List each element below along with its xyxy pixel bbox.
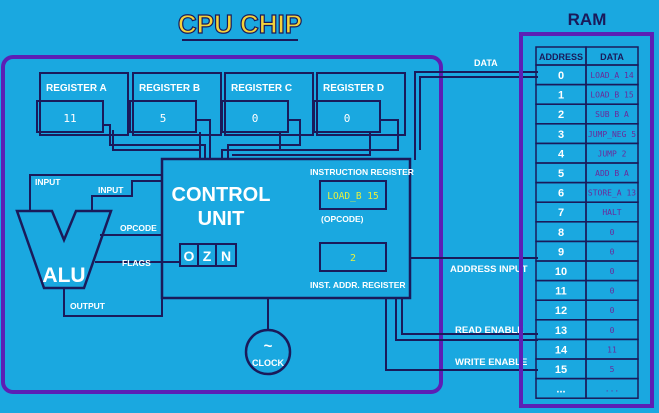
write-enable-label: WRITE ENABLE (455, 357, 527, 368)
inst-addr-register-box (319, 242, 387, 272)
ram-address: 11 (555, 286, 567, 298)
ram-data: SUB B A (595, 110, 629, 119)
ram-header-label: ADDRESS (539, 52, 583, 62)
register-a-label: REGISTER A (46, 83, 107, 94)
register-b-label: REGISTER B (139, 83, 200, 94)
ram-data: 0 (610, 306, 615, 315)
ram-address: 8 (558, 227, 564, 239)
control-unit-label-line1: CONTROL (172, 184, 271, 206)
ram-address: 1 (558, 90, 564, 102)
ram-address: 5 (558, 168, 564, 180)
clock-wave-icon: ~ (264, 338, 273, 355)
register-wires (103, 119, 399, 160)
ram-data: JUMP_NEG 5 (588, 130, 636, 139)
flag-zero: Z (203, 248, 212, 264)
alu-shape (15, 209, 113, 290)
instruction-register-label: INSTRUCTION REGISTER (310, 167, 414, 177)
register-d-label: REGISTER D (323, 83, 384, 94)
ram-address: 3 (558, 129, 564, 141)
ram-data: 11 (607, 345, 617, 354)
register-b-value: 5 (160, 112, 167, 125)
ram-header-label: DATA (600, 52, 624, 62)
alu-input-left-label: INPUT (35, 177, 61, 187)
ram-table: ADDRESS DATA 0 LOAD_A 14 1 LOAD_B 15 2 SUB B A 3… (535, 46, 639, 399)
alu-flags-label: FLAGS (122, 258, 151, 268)
cpu-chip-title: CPU CHIP (178, 9, 302, 39)
ram-data: 0 (610, 287, 615, 296)
alu-output-label: OUTPUT (70, 301, 106, 311)
alu-input-right-label: INPUT (98, 185, 124, 195)
ram-data: 0 (610, 326, 615, 335)
alu-wires (29, 174, 180, 317)
ram-data: 0 (610, 267, 615, 276)
address-input-label: ADDRESS INPUT (450, 264, 528, 275)
cpu-chip-outline (1, 55, 443, 394)
ram-data: 0 (610, 228, 615, 237)
alu-opcode-label: OPCODE (120, 223, 157, 233)
ram-address: 15 (555, 364, 567, 376)
ram-address: 0 (558, 70, 564, 82)
instruction-register-value: LOAD_B 15 (327, 191, 378, 202)
ram-outline (519, 32, 654, 408)
ram-address: 7 (558, 207, 564, 219)
data-bus-label: DATA (474, 58, 498, 68)
ram-title: RAM (568, 10, 607, 29)
register-c-label: REGISTER C (231, 83, 292, 94)
inst-addr-register-value: 2 (350, 253, 356, 264)
registers: REGISTER A REGISTER B REGISTER C REGISTE… (36, 72, 406, 136)
ram-data: 5 (610, 365, 615, 374)
register-d-value: 0 (344, 112, 351, 125)
ram-address: ... (556, 384, 565, 396)
read-enable-label: READ ENABLE (455, 325, 524, 336)
register-c-value: 0 (252, 112, 259, 125)
flags-register: O Z N (179, 243, 237, 267)
ram-data: ... (605, 385, 619, 394)
control-unit-label-line2: UNIT (198, 208, 245, 230)
flag-overflow: O (184, 248, 195, 264)
ram-data: 0 (610, 247, 615, 256)
ram-address: 4 (558, 148, 565, 160)
ram-data-cell (585, 377, 639, 399)
instruction-register-box (319, 180, 387, 210)
ram-data: ADD B A (595, 169, 629, 178)
ram-data: LOAD_B 15 (590, 91, 634, 100)
ram-address: 9 (558, 246, 564, 258)
register-a-value: 11 (63, 112, 76, 125)
opcode-sublabel: (OPCODE) (321, 214, 364, 224)
flag-negative: N (221, 248, 231, 264)
ram-address: 2 (558, 109, 564, 121)
bus-wires (385, 71, 538, 371)
ram-data: LOAD_A 14 (590, 71, 634, 80)
ram-address: 13 (555, 325, 567, 337)
clock-circle (244, 328, 292, 376)
ram-address: 6 (558, 188, 564, 200)
alu-label: ALU (42, 264, 85, 287)
control-unit-box (160, 157, 412, 300)
ram-address: 14 (555, 344, 568, 356)
ram-address: 12 (555, 305, 567, 317)
ram-data: STORE_A 13 (588, 189, 636, 198)
ram-data: JUMP 2 (598, 149, 627, 158)
ram-address: 10 (555, 266, 567, 278)
clock-label: CLOCK (252, 358, 284, 368)
inst-addr-register-label: INST. ADDR. REGISTER (310, 280, 406, 290)
ram-data: HALT (602, 208, 621, 217)
